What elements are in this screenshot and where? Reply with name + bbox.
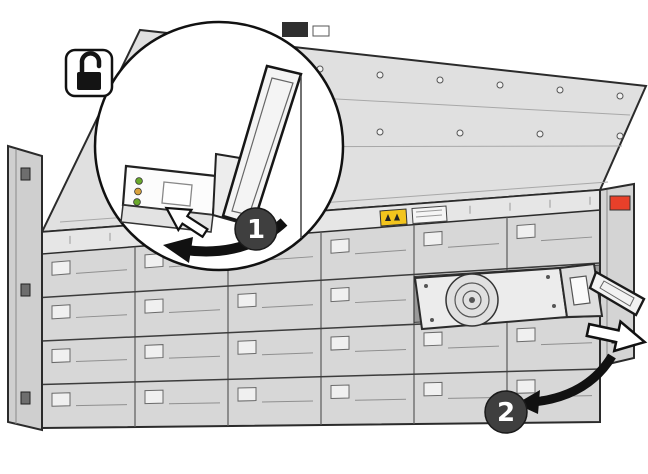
step2-annotations: 2 [484,319,648,434]
drive-release-lever-open[interactable] [588,270,646,317]
rear-light-label [312,25,330,37]
drive-spindle [445,273,499,327]
rear-dark-label [282,22,308,37]
warning-label [379,208,408,227]
pull-direction-arrow-icon [585,319,648,353]
press-button-arrow-icon [164,206,209,239]
mounting-hole [20,391,31,405]
latch-callout: 1 [64,20,345,272]
brand-badge [609,195,631,211]
step-badge-1: 1 [234,207,278,251]
warning-triangle-icon [394,213,400,221]
step-2-number: 2 [497,398,515,428]
removed-drive [413,262,646,331]
step-badge-2: 2 [484,390,528,434]
drive-latch-button[interactable] [569,275,591,306]
mounting-hole [20,167,31,181]
left-rack-ear [7,144,43,432]
led-bottom [133,198,141,206]
warning-triangle-icon [385,214,391,221]
step-1-number: 1 [247,215,265,245]
mounting-hole [20,283,31,297]
drive-cover-screws [424,275,556,322]
top-panel-seam [299,96,631,116]
latch-release-button[interactable] [161,181,193,207]
led-middle [134,187,142,196]
rotate-lever-arrow-icon [516,353,616,414]
warning-label-plate [379,208,408,227]
callout-circle [93,20,345,272]
info-label [411,205,448,225]
led-top [135,177,143,185]
top-panel-screws [256,60,624,140]
unlock-open-icon [64,48,114,98]
